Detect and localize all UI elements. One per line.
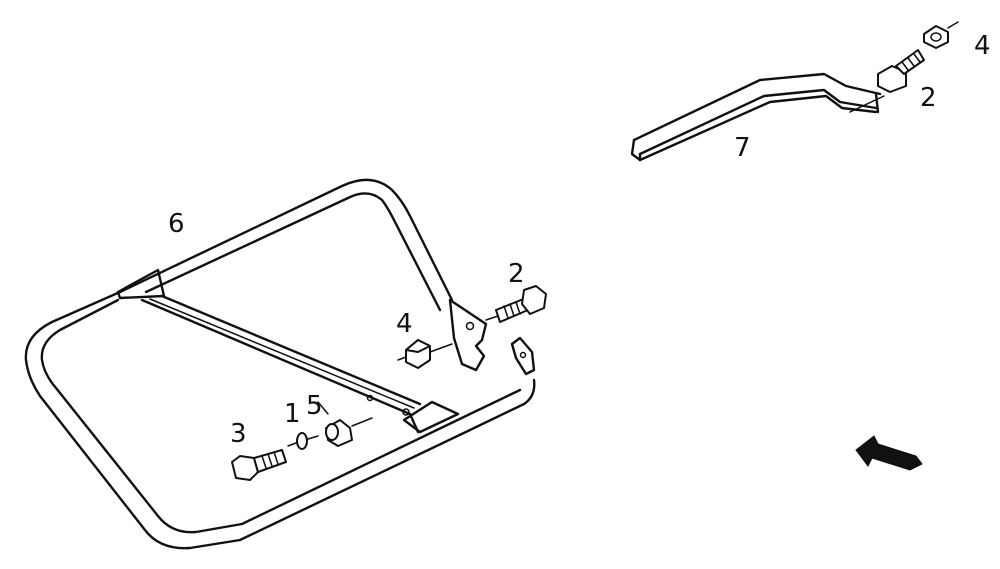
rail-part-7 (630, 72, 885, 162)
nut-part-4-left (397, 339, 453, 369)
callout-6: 6 (168, 209, 185, 239)
spacer-part-5 (317, 401, 353, 447)
callout-4-left: 4 (396, 309, 413, 339)
callout-3: 3 (230, 419, 247, 449)
direction-arrow-icon (855, 435, 923, 471)
callout-2-left: 2 (508, 259, 525, 289)
callout-2-right: 2 (920, 83, 937, 113)
callout-7: 7 (734, 133, 751, 163)
callout-4-right: 4 (974, 31, 991, 61)
bolt-part-2-right (877, 49, 925, 93)
bolt-part-2-left (485, 285, 547, 323)
washer-part-1 (287, 432, 308, 450)
tubular-frame-part-6 (24, 178, 536, 550)
bolt-part-3 (231, 449, 287, 481)
nut-part-4-right (923, 21, 959, 49)
callout-1: 1 (284, 399, 301, 429)
assembly-line-left (307, 417, 373, 440)
callout-5: 5 (306, 391, 323, 421)
